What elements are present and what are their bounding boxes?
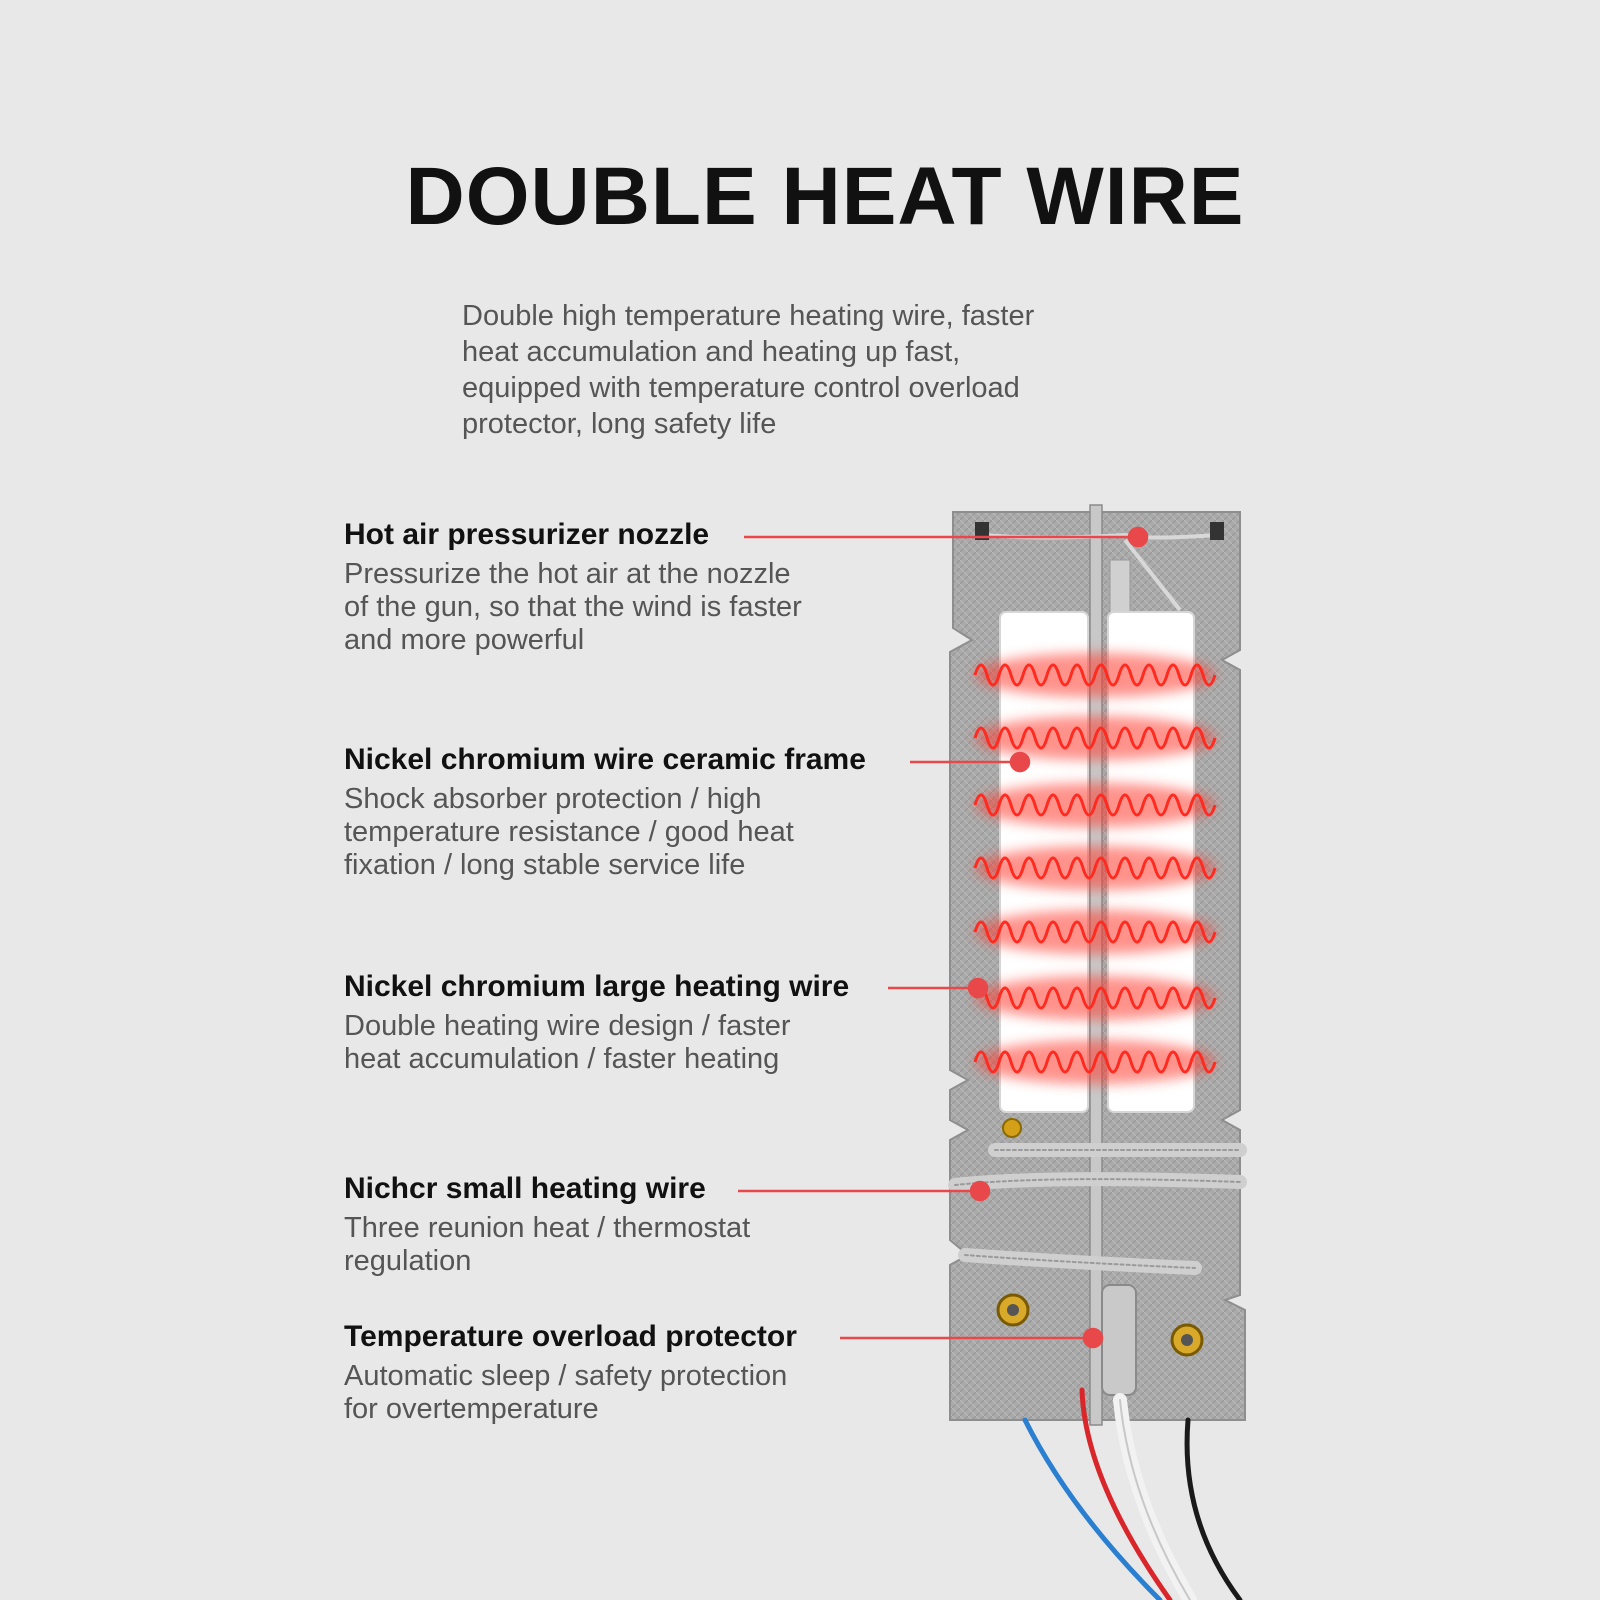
intro-line: protector, long safety life [462, 408, 777, 440]
feature-title: Hot air pressurizer nozzle [344, 518, 710, 551]
feature-description-line: Automatic sleep / safety protection [344, 1360, 788, 1392]
brass-eyelets [996, 1293, 1204, 1357]
overload-protector [1101, 1284, 1137, 1396]
center-divider [1089, 504, 1103, 1426]
feature-title: Nickel chromium wire ceramic frame [344, 743, 866, 776]
lead-wires [1022, 1387, 1243, 1600]
intro-line: heat accumulation and heating up fast, [462, 336, 961, 368]
rivet [1210, 522, 1224, 540]
feature-title: Nickel chromium large heating wire [344, 970, 850, 1003]
feature-description: Three reunion heat / thermostat regulati… [344, 1212, 750, 1278]
feature-description: Automatic sleep / safety protection for … [344, 1360, 797, 1426]
feature-title: Temperature overload protector [344, 1320, 797, 1353]
feature-description-line: regulation [344, 1245, 472, 1277]
intro-line: equipped with temperature control overlo… [462, 372, 1020, 404]
feature-hot-air-nozzle: Hot air pressurizer nozzle Pressurize th… [344, 518, 802, 657]
intro-line: Double high temperature heating wire, fa… [462, 300, 1035, 332]
feature-description: Pressurize the hot air at the nozzle of … [344, 558, 802, 657]
feature-description-line: Shock absorber protection / high [344, 783, 762, 815]
feature-description: Double heating wire design / faster heat… [344, 1010, 849, 1076]
feature-ceramic-frame: Nickel chromium wire ceramic frame Shock… [344, 743, 866, 882]
feature-description-line: Double heating wire design / faster [344, 1010, 791, 1042]
feature-description-line: temperature resistance / good heat [344, 816, 794, 848]
feature-description-line: of the gun, so that the wind is faster [344, 591, 802, 623]
feature-description: Shock absorber protection / high tempera… [344, 783, 866, 882]
feature-overload-protector: Temperature overload protector Automatic… [344, 1320, 797, 1426]
callout-lines [738, 526, 1149, 1349]
feature-large-heating-wire: Nickel chromium large heating wire Doubl… [344, 970, 849, 1076]
heating-coils [973, 653, 1217, 1084]
feature-small-heating-wire: Nichcr small heating wire Three reunion … [344, 1172, 750, 1278]
feature-description-line: Pressurize the hot air at the nozzle [344, 558, 791, 590]
page-title: DOUBLE HEAT WIRE [405, 151, 1245, 242]
feature-description-line: Three reunion heat / thermostat [344, 1212, 751, 1244]
feature-description-line: heat accumulation / faster heating [344, 1043, 780, 1075]
feature-description-line: for overtemperature [344, 1393, 599, 1425]
feature-description-line: fixation / long stable service life [344, 849, 746, 881]
intro-paragraph: Double high temperature heating wire, fa… [462, 298, 1142, 442]
rivet [975, 522, 989, 540]
feature-description-line: and more powerful [344, 624, 585, 656]
brass-terminal [1002, 1118, 1022, 1138]
feature-title: Nichcr small heating wire [344, 1172, 706, 1205]
